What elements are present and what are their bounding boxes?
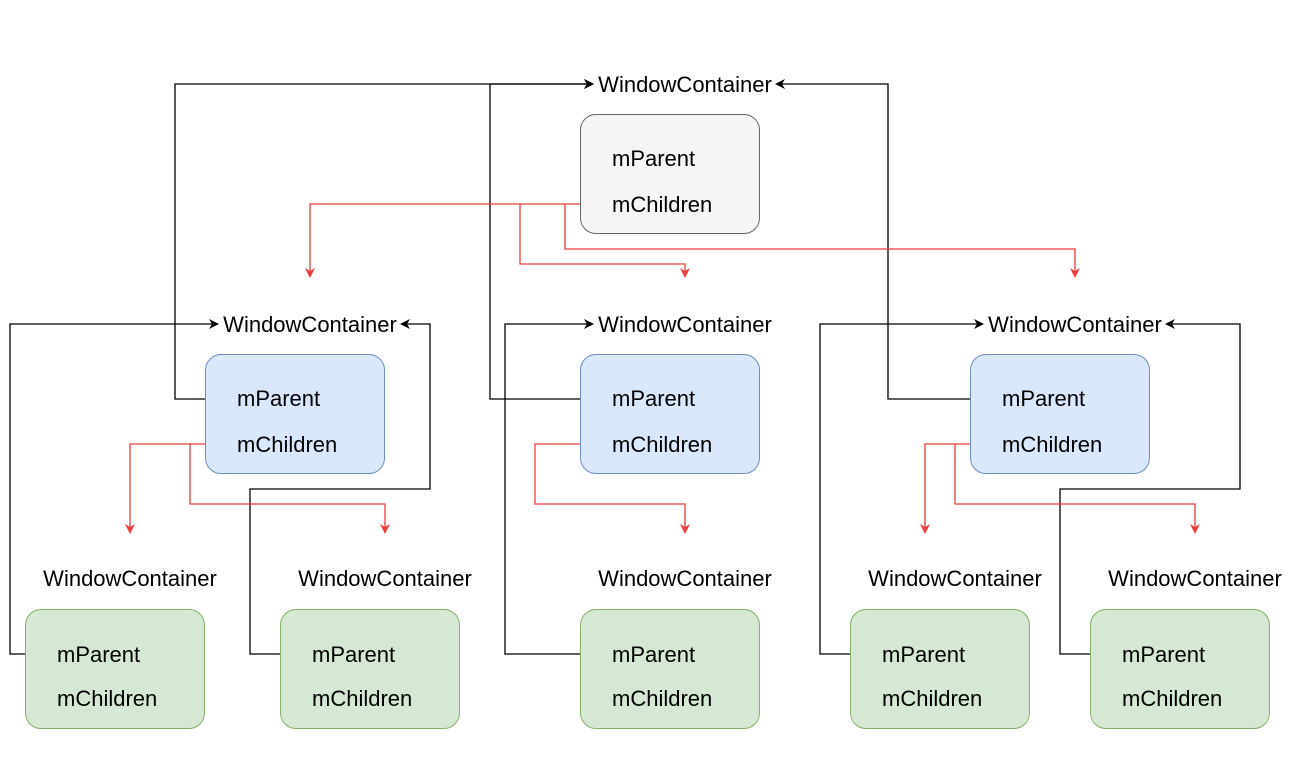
field-mchildren-leaf-5: mChildren <box>1122 686 1223 711</box>
field-mchildren-leaf-2: mChildren <box>312 686 413 711</box>
children-edge-root-to-mid-left <box>305 203 612 278</box>
children-edge-mid-left-to-leaf-2 <box>189 444 390 534</box>
field-mparent-leaf-3: mParent <box>612 642 696 667</box>
parent-edge-leaf-4 <box>819 319 984 655</box>
field-mparent-mid-right: mParent <box>1002 386 1086 411</box>
node-box-mid-right <box>970 354 1150 474</box>
node-box-leaf-2 <box>280 609 460 729</box>
node-title-leaf-4: WindowContainer <box>868 566 1042 591</box>
parent-edge-mid-right <box>775 79 1002 400</box>
node-title-leaf-5: WindowContainer <box>1108 566 1282 591</box>
field-mchildren-leaf-3: mChildren <box>612 686 713 711</box>
parent-edge-mid-left <box>174 79 594 400</box>
node-title-leaf-1: WindowContainer <box>43 566 217 591</box>
field-mparent-leaf-5: mParent <box>1122 642 1206 667</box>
node-box-leaf-3 <box>580 609 760 729</box>
node-title-root: WindowContainer <box>598 72 772 97</box>
node-title-leaf-3: WindowContainer <box>598 566 772 591</box>
node-box-root <box>580 114 760 234</box>
field-mparent-mid-center: mParent <box>612 386 696 411</box>
children-edge-mid-center-to-leaf-3 <box>534 443 690 534</box>
node-title-mid-right: WindowContainer <box>988 312 1162 337</box>
parent-edge-leaf-1 <box>9 319 219 655</box>
node-box-leaf-5 <box>1090 609 1270 729</box>
parent-edge-leaf-3 <box>504 319 612 655</box>
field-mchildren-leaf-4: mChildren <box>882 686 983 711</box>
field-mchildren-root: mChildren <box>612 192 713 217</box>
field-mparent-leaf-4: mParent <box>882 642 966 667</box>
field-mparent-leaf-2: mParent <box>312 642 396 667</box>
node-box-leaf-1 <box>25 609 205 729</box>
field-mchildren-mid-center: mChildren <box>612 432 713 457</box>
parent-edge-leaf-5 <box>1059 319 1241 655</box>
node-box-mid-left <box>205 354 385 474</box>
field-mparent-leaf-1: mParent <box>57 642 141 667</box>
field-mchildren-mid-left: mChildren <box>237 432 338 457</box>
children-edge-mid-left-to-leaf-1 <box>125 443 237 534</box>
node-box-mid-center <box>580 354 760 474</box>
children-edge-mid-right-to-leaf-5 <box>954 444 1200 534</box>
node-title-mid-left: WindowContainer <box>223 312 397 337</box>
field-mchildren-leaf-1: mChildren <box>57 686 158 711</box>
parent-edge-mid-center <box>489 79 612 400</box>
node-title-leaf-2: WindowContainer <box>298 566 472 591</box>
field-mchildren-mid-right: mChildren <box>1002 432 1103 457</box>
parent-edge-leaf-2 <box>249 319 431 655</box>
field-mparent-root: mParent <box>612 146 696 171</box>
children-edge-root-to-mid-center <box>519 204 690 278</box>
node-box-leaf-4 <box>850 609 1030 729</box>
field-mparent-mid-left: mParent <box>237 386 321 411</box>
node-title-mid-center: WindowContainer <box>598 312 772 337</box>
children-edge-root-to-mid-right <box>564 204 1080 278</box>
